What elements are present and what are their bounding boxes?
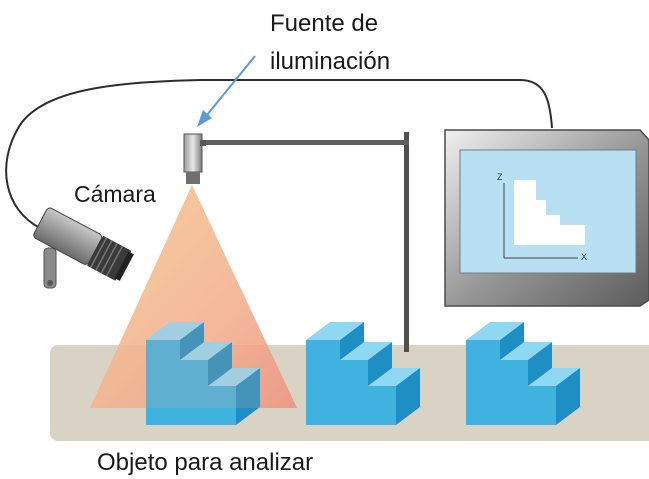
light-source-icon <box>183 133 206 184</box>
x-axis-label: X <box>581 252 588 262</box>
monitor-icon <box>444 129 649 307</box>
light-source-label-line2: iluminación <box>270 48 391 75</box>
pointer-arrow <box>197 55 256 127</box>
camera-icon <box>33 207 134 289</box>
object-label: Objeto para analizar <box>97 449 314 476</box>
support-post <box>404 132 409 352</box>
stair-block <box>466 322 580 425</box>
light-cone-overlay <box>90 185 297 408</box>
support-arm <box>200 140 409 145</box>
z-axis-label: Z <box>497 172 503 182</box>
light-source-label-line1: Fuente de <box>270 10 379 37</box>
light-source-label: Fuente de iluminación <box>270 5 390 81</box>
stair-block <box>306 322 420 425</box>
camera-label: Cámara <box>74 181 156 207</box>
stair-block <box>146 322 260 425</box>
light-cone <box>90 185 297 408</box>
profile-shape <box>514 180 585 245</box>
monitor-screen <box>459 149 637 274</box>
camera-cable <box>5 79 553 229</box>
